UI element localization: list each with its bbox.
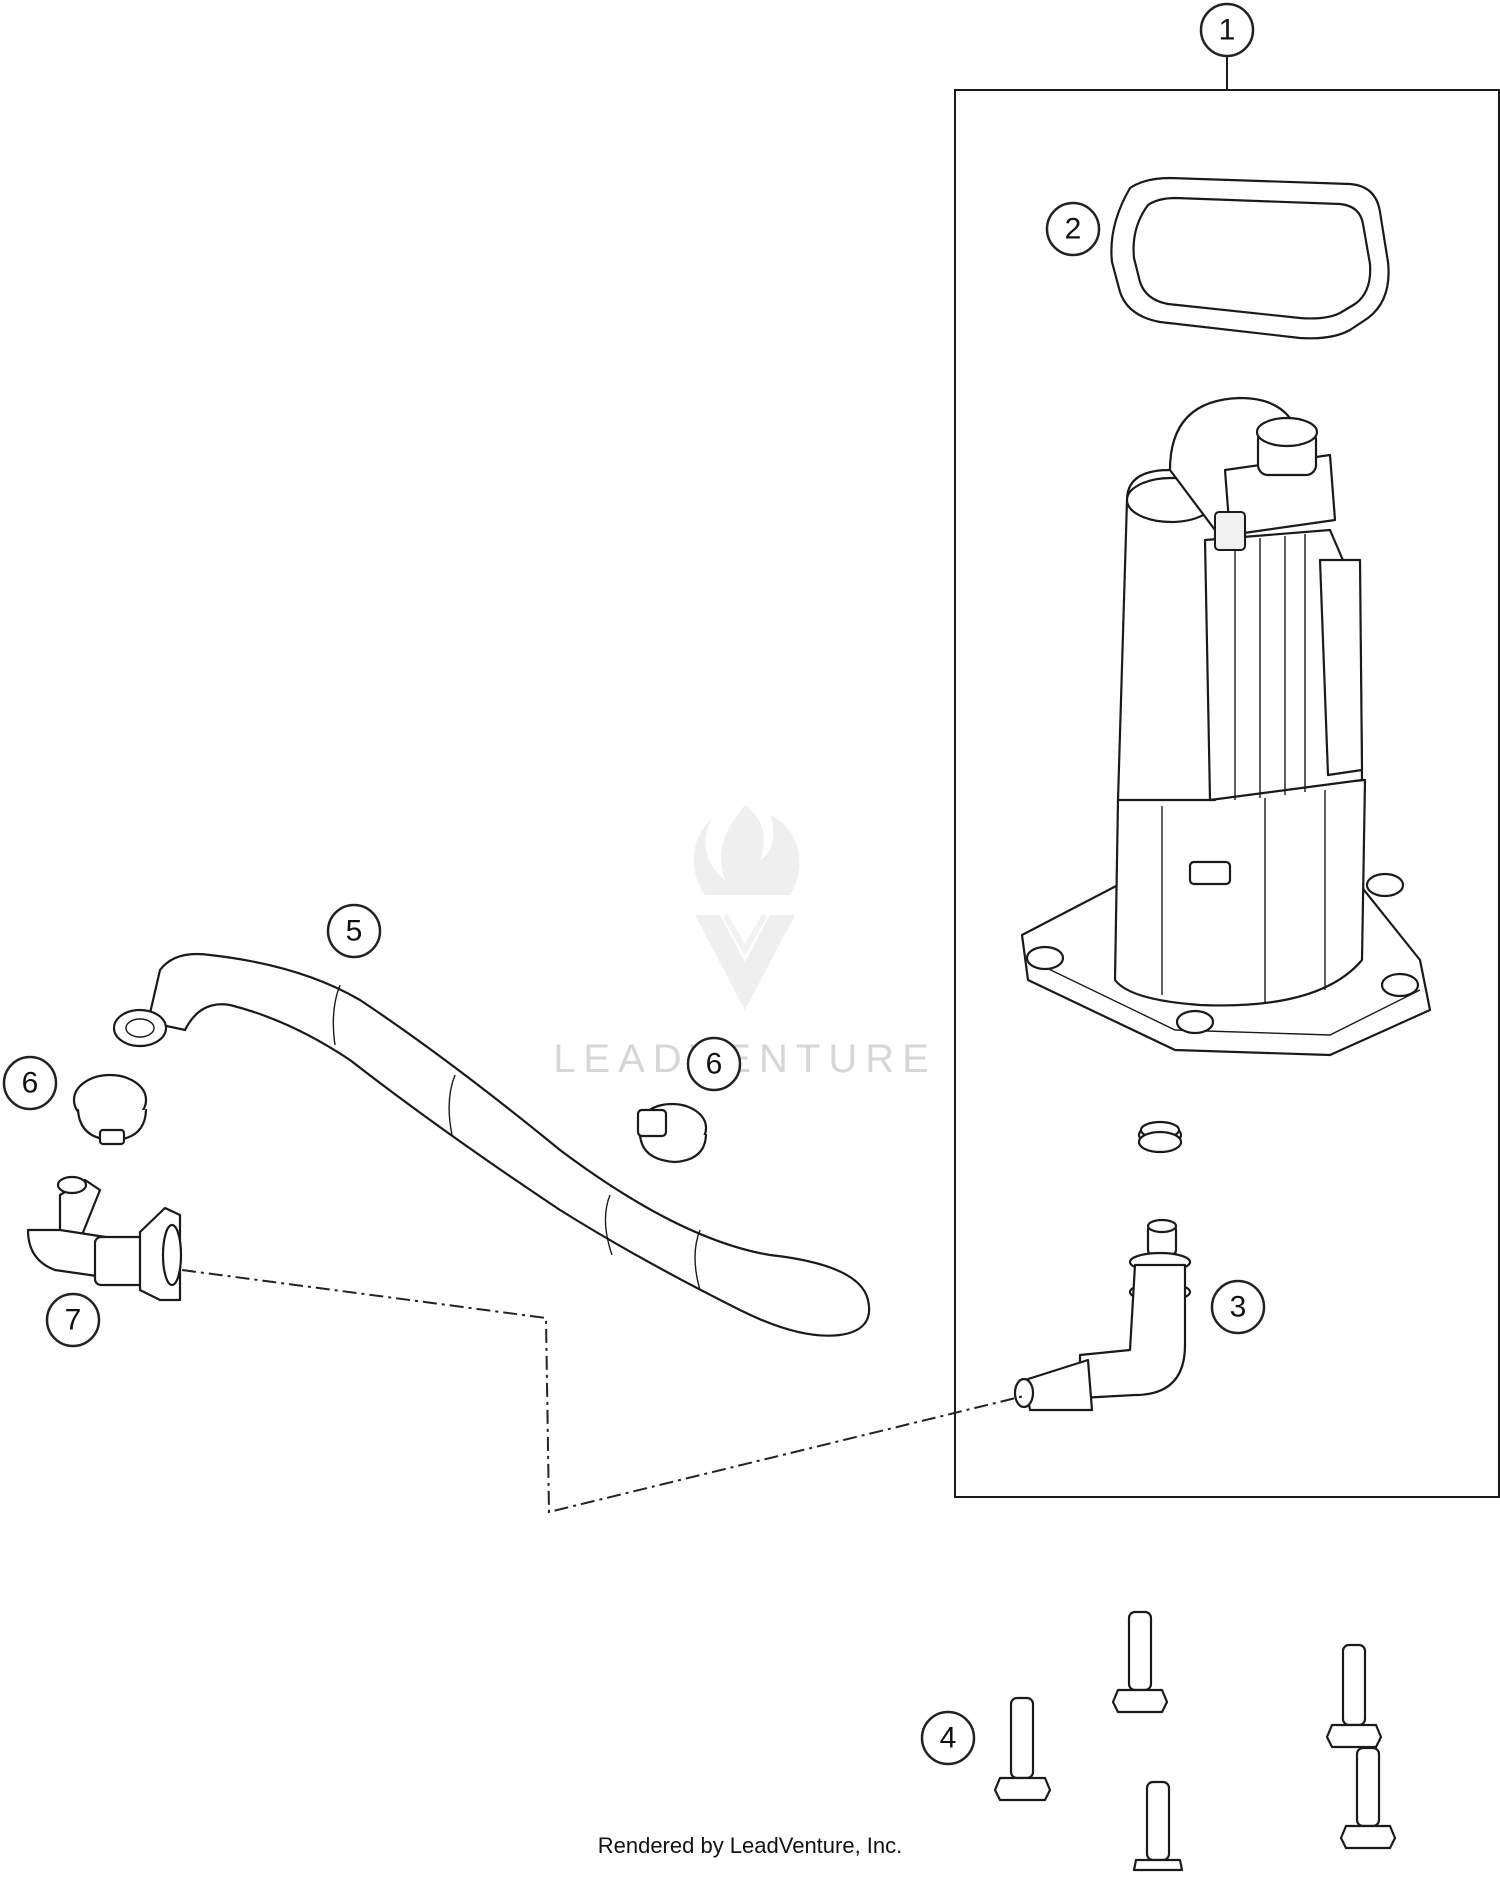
bolt — [1132, 1780, 1184, 1872]
elbow-connector — [1013, 1218, 1192, 1412]
callout-6a: 6 — [2, 1055, 58, 1111]
callout-6b: 6 — [686, 1036, 742, 1092]
callout-2-label: 2 — [1065, 213, 1082, 246]
gasket-seal — [1110, 176, 1390, 340]
callout-1: 1 — [1199, 2, 1255, 58]
fuel-pump — [1020, 396, 1432, 1057]
hose-clamp-right — [636, 1102, 708, 1164]
watermark-logo — [693, 805, 800, 1010]
callout-5: 5 — [326, 903, 382, 959]
connection-line — [181, 1269, 1025, 1514]
callout-3: 3 — [1210, 1279, 1266, 1335]
bolt — [1339, 1746, 1397, 1850]
callout-7-label: 7 — [65, 1304, 82, 1337]
footer-credit: Rendered by LeadVenture, Inc. — [598, 1833, 903, 1858]
callout-3-label: 3 — [1230, 1291, 1247, 1324]
callout-4: 4 — [920, 1710, 976, 1766]
bolt — [1111, 1610, 1169, 1714]
callout-2: 2 — [1045, 201, 1101, 257]
callout-5-label: 5 — [346, 915, 363, 948]
callout-1-label: 1 — [1219, 14, 1236, 47]
callout-7: 7 — [45, 1292, 101, 1348]
fuel-hose — [112, 952, 871, 1337]
o-ring-small — [1137, 1120, 1183, 1154]
callout-4-label: 4 — [940, 1722, 957, 1755]
quick-connector — [26, 1175, 183, 1302]
bolt — [1325, 1643, 1383, 1749]
callout-6b-label: 6 — [706, 1048, 723, 1081]
bolt — [993, 1696, 1052, 1802]
bolts — [993, 1610, 1397, 1872]
hose-clamp-left — [72, 1073, 148, 1146]
watermark-text: LEADVENTURE — [553, 1037, 937, 1081]
callout-6a-label: 6 — [22, 1067, 39, 1100]
